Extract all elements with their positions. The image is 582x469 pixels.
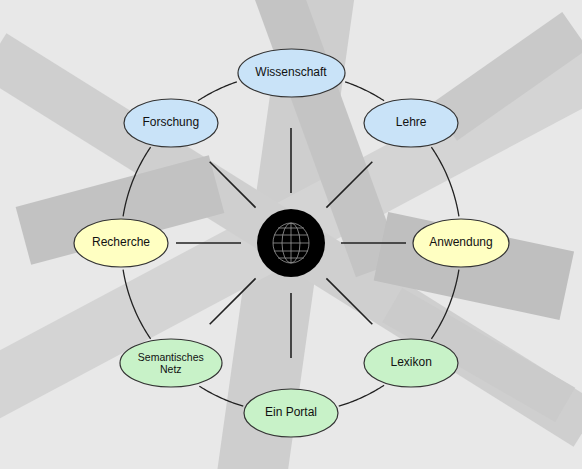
spokes bbox=[176, 128, 406, 358]
spoke bbox=[326, 162, 372, 208]
spoke bbox=[326, 278, 372, 324]
ellipse-node: Recherche bbox=[73, 218, 169, 268]
ellipse-node: Lexikon bbox=[363, 338, 459, 388]
ellipse-node: Wissenschaft bbox=[237, 48, 346, 98]
node-label: Recherche bbox=[92, 236, 150, 250]
node-label: Anwendung bbox=[429, 236, 492, 250]
ring-arc bbox=[431, 270, 458, 339]
ring-arc bbox=[431, 147, 458, 216]
text-holder: Lehre bbox=[396, 116, 427, 130]
spoke bbox=[210, 162, 256, 208]
text-holder: Wissenschaft bbox=[255, 66, 326, 80]
ring-arc bbox=[345, 82, 384, 101]
text-holder: Semantisches Netz bbox=[137, 351, 205, 375]
ellipse-node: Lehre bbox=[363, 98, 459, 148]
ring-arc bbox=[199, 386, 243, 406]
text-holder: Forschung bbox=[142, 116, 199, 130]
ring-arc bbox=[198, 82, 237, 101]
globe-wireframe bbox=[273, 223, 309, 263]
ring-arc bbox=[123, 147, 150, 216]
spoke bbox=[290, 128, 292, 193]
ring-arc bbox=[339, 385, 384, 406]
text-holder: Recherche bbox=[92, 236, 150, 250]
spoke bbox=[210, 278, 256, 324]
ellipse-shape bbox=[244, 389, 338, 437]
ellipse-node: Semantisches Netz bbox=[119, 338, 223, 388]
node-label: Ein Portal bbox=[265, 406, 317, 420]
ring-arc bbox=[123, 270, 150, 339]
ellipse-shape bbox=[74, 219, 168, 267]
ellipse-shape bbox=[413, 219, 509, 267]
ellipse-shape bbox=[364, 339, 458, 387]
text-holder: Lexikon bbox=[391, 356, 432, 370]
text-holder: Ein Portal bbox=[265, 406, 317, 420]
globe-line bbox=[278, 258, 304, 259]
node-label: Wissenschaft bbox=[255, 66, 326, 80]
globe-line bbox=[273, 243, 309, 244]
node-label: Semantisches Netz bbox=[137, 351, 205, 375]
spoke bbox=[341, 242, 406, 244]
beam bbox=[16, 155, 225, 265]
ellipse-node: Ein Portal bbox=[243, 388, 339, 438]
node-label: Lexikon bbox=[391, 356, 432, 370]
globe-line bbox=[274, 235, 308, 236]
ellipse-node: Anwendung bbox=[412, 218, 510, 268]
spoke bbox=[290, 293, 292, 358]
spoke bbox=[176, 242, 241, 244]
globe-line bbox=[273, 223, 309, 263]
ellipse-shape bbox=[124, 99, 218, 147]
globe-line bbox=[278, 228, 304, 229]
globe-line bbox=[274, 251, 308, 252]
ellipse-shape bbox=[364, 99, 458, 147]
ellipse-node: Forschung bbox=[123, 98, 219, 148]
ellipse-shape bbox=[120, 339, 222, 387]
node-label: Lehre bbox=[396, 116, 427, 130]
ellipse-shape bbox=[238, 49, 345, 97]
logo-disc bbox=[257, 209, 325, 277]
text-holder: Anwendung bbox=[429, 236, 492, 250]
node-label: Forschung bbox=[142, 116, 199, 130]
globe-logo bbox=[257, 209, 325, 277]
